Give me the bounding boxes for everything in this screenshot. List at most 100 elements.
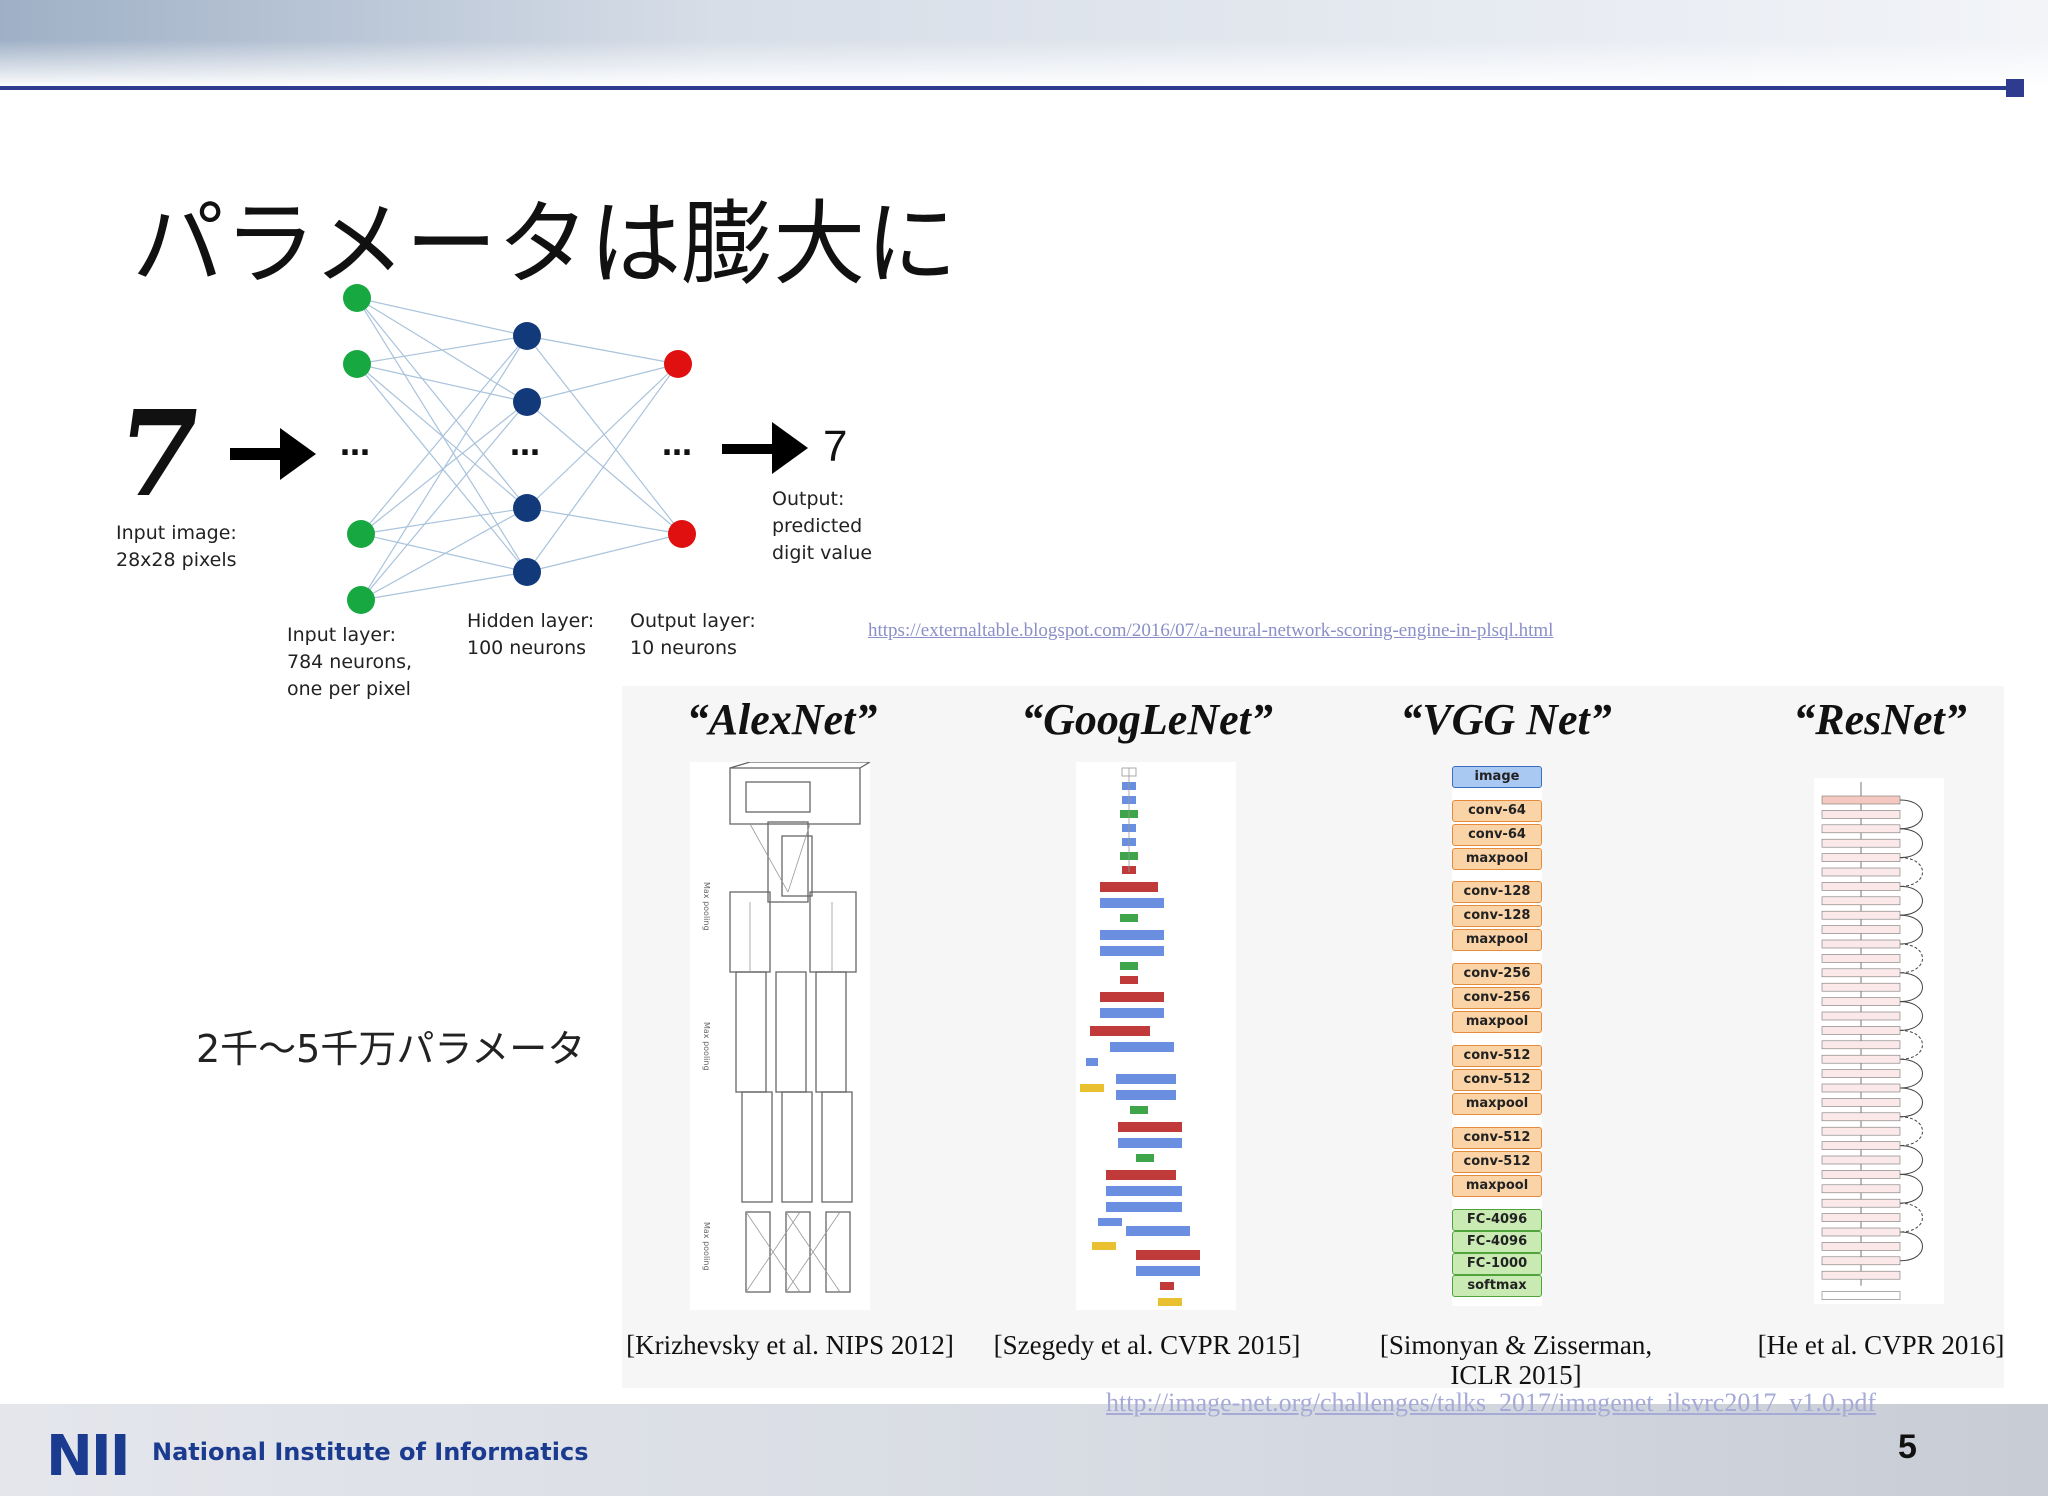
resnet-layer xyxy=(1821,867,1901,877)
resnet-skip-connection xyxy=(1899,1001,1923,1031)
googlenet-figure xyxy=(1076,762,1236,1310)
resnet-skip-connection xyxy=(1899,828,1923,859)
vgg-layer: conv-512 xyxy=(1452,1127,1542,1149)
nii-logo: NII xyxy=(46,1424,131,1489)
resnet-skip-connection xyxy=(1899,799,1923,830)
resnet-layer xyxy=(1821,896,1901,906)
resnet-layer xyxy=(1821,968,1901,978)
input-arrow-icon xyxy=(230,428,316,480)
resnet-layer xyxy=(1821,1040,1901,1050)
output-node xyxy=(668,520,696,548)
output-label: Output: predicted digit value xyxy=(772,488,873,564)
vggnet-title: “VGG Net” xyxy=(1400,695,1612,744)
vgg-layer-image: image xyxy=(1452,766,1542,788)
resnet-skip-connection xyxy=(1899,885,1923,916)
resnet-layer xyxy=(1821,1026,1901,1035)
resnet-skip-connection xyxy=(1899,914,1923,945)
connections xyxy=(356,297,683,601)
hidden-node xyxy=(513,558,541,586)
hidden-layer-label: Hidden layer: 100 neurons xyxy=(467,610,595,659)
input-layer-nodes xyxy=(343,284,375,614)
resnet-skip-connection xyxy=(1899,857,1923,887)
resnet-figure xyxy=(1814,778,1944,1304)
vgg-layer: FC-4096 xyxy=(1452,1209,1542,1231)
alexnet-figure: Max pooling Max pooling Max pooling xyxy=(690,762,870,1310)
parameter-count-note: 2千～5千万パラメータ xyxy=(196,1027,586,1071)
resnet-layer xyxy=(1821,1141,1901,1150)
resnet-layer xyxy=(1821,1198,1901,1208)
resnet-layer xyxy=(1821,1112,1901,1122)
vgg-layer: maxpool xyxy=(1452,1011,1542,1033)
input-node xyxy=(343,284,371,312)
output-node xyxy=(664,350,692,378)
output-arrow-icon xyxy=(722,422,808,474)
resnet-layer xyxy=(1821,795,1901,805)
output-digit: 7 xyxy=(823,422,848,471)
resnet-skip-connection xyxy=(1899,972,1923,1003)
vgg-layer: maxpool xyxy=(1452,1175,1542,1197)
resnet-layer xyxy=(1821,1227,1901,1237)
googlenet-title: “GoogLeNet” xyxy=(1021,695,1273,744)
network-source-link[interactable]: https://externaltable.blogspot.com/2016/… xyxy=(868,620,1554,641)
resnet-skip-connection xyxy=(1899,1087,1923,1118)
resnet-layer xyxy=(1821,939,1901,949)
resnet-skip-connection xyxy=(1899,1058,1923,1089)
resnet-layer xyxy=(1821,1054,1901,1064)
resnet-layer xyxy=(1821,824,1901,834)
svg-text:Max pooling: Max pooling xyxy=(702,1222,711,1271)
vgg-layer: conv-256 xyxy=(1452,987,1542,1009)
resnet-skip-connection xyxy=(1899,1116,1923,1147)
footer-bar xyxy=(0,1404,2048,1496)
resnet-skip-connection xyxy=(1899,943,1923,974)
page-number: 5 xyxy=(1898,1428,1917,1466)
resnet-skip-connection xyxy=(1899,1145,1923,1175)
input-ellipsis: … xyxy=(340,428,370,463)
resnet-layer xyxy=(1821,1155,1901,1165)
hidden-ellipsis: … xyxy=(510,428,540,463)
resnet-layer xyxy=(1821,853,1901,862)
hidden-layer-nodes xyxy=(513,322,541,586)
vgg-layer: conv-64 xyxy=(1452,824,1542,846)
googlenet-blocks xyxy=(1080,767,1200,1306)
output-layer-nodes xyxy=(664,350,696,548)
hidden-node xyxy=(513,494,541,522)
accent-square xyxy=(2006,79,2024,97)
vgg-layer: maxpool xyxy=(1452,929,1542,951)
vgg-layer: conv-128 xyxy=(1452,905,1542,927)
vgg-layer: conv-512 xyxy=(1452,1151,1542,1173)
vgg-layer: softmax xyxy=(1452,1275,1542,1297)
resnet-layer xyxy=(1821,954,1901,963)
resnet-layer xyxy=(1821,1069,1901,1078)
googlenet-citation: [Szegedy et al. CVPR 2015] xyxy=(993,1330,1301,1360)
input-layer-label: Input layer: 784 neurons, one per pixel xyxy=(287,624,413,700)
resnet-layer xyxy=(1821,838,1901,848)
resnet-layer xyxy=(1821,1213,1901,1222)
vgg-layer: conv-512 xyxy=(1452,1069,1542,1091)
svg-text:Max pooling: Max pooling xyxy=(702,882,711,931)
resnet-layer xyxy=(1821,1126,1901,1136)
resnet-title: “ResNet” xyxy=(1793,695,1967,744)
resnet-skip-connection xyxy=(1899,1231,1923,1262)
neural-network-diagram xyxy=(230,284,808,614)
resnet-layer xyxy=(1821,997,1901,1006)
vgg-layer: conv-256 xyxy=(1452,963,1542,985)
input-node xyxy=(343,350,371,378)
vgg-layer: maxpool xyxy=(1452,848,1542,870)
resnet-layer xyxy=(1821,910,1901,920)
resnet-layer xyxy=(1821,1170,1901,1179)
input-node xyxy=(347,520,375,548)
resnet-skip-connection xyxy=(1899,1173,1923,1204)
resnet-output-layer xyxy=(1821,1291,1901,1300)
hidden-node xyxy=(513,388,541,416)
resnet-layer xyxy=(1821,1256,1901,1266)
vgg-layer: conv-64 xyxy=(1452,800,1542,822)
vgg-layer: maxpool xyxy=(1452,1093,1542,1115)
hidden-node xyxy=(513,322,541,350)
input-node xyxy=(347,586,375,614)
alexnet-title: “AlexNet” xyxy=(686,695,878,744)
header-banner xyxy=(0,0,2048,97)
alexnet-citation: [Krizhevsky et al. NIPS 2012] xyxy=(626,1330,954,1360)
imagenet-source-link[interactable]: http://image-net.org/challenges/talks_20… xyxy=(1106,1388,1876,1417)
resnet-layer xyxy=(1821,925,1901,934)
